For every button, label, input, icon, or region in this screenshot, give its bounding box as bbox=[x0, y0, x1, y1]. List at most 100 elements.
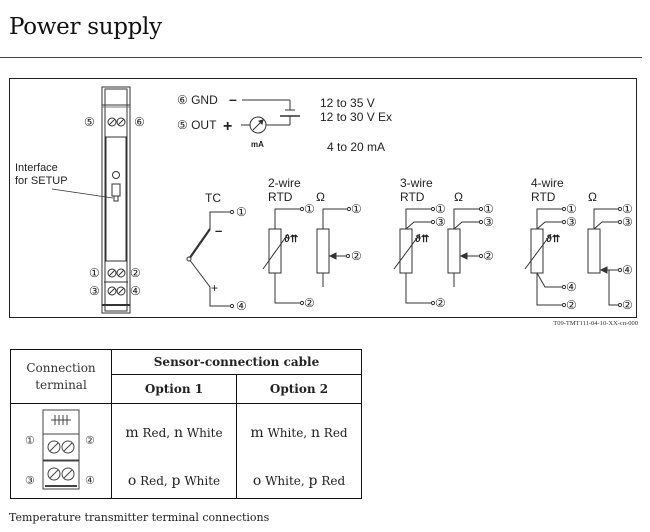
terminal-block-icon: ① ② ③ ④ bbox=[25, 409, 95, 490]
page-title: Power supply bbox=[9, 14, 162, 40]
power-wiring bbox=[241, 99, 300, 126]
ammeter-icon bbox=[249, 116, 267, 134]
wire4-title-line2: RTD bbox=[531, 190, 556, 204]
wire-symbol-n: n bbox=[310, 425, 320, 441]
wire3-ohm-terminal-3: ③ bbox=[483, 215, 494, 229]
wire-symbol-n: n bbox=[173, 425, 183, 441]
transmitter-module bbox=[101, 86, 131, 314]
interface-pointer-line bbox=[51, 188, 114, 199]
wire-color: White bbox=[182, 426, 223, 440]
wire-symbol-m: m bbox=[125, 425, 139, 441]
header-option-2: Option 2 bbox=[236, 374, 362, 404]
wire-color: White bbox=[180, 474, 221, 488]
wire4-rtd-terminal-3: ③ bbox=[566, 215, 577, 229]
header-connection-terminal: Connection terminal bbox=[10, 349, 112, 404]
tc-terminal-4: ④ bbox=[236, 299, 247, 313]
header-option-1: Option 1 bbox=[111, 374, 237, 404]
wire-color: Red bbox=[319, 426, 348, 440]
module-terminal-1: ① bbox=[89, 266, 100, 280]
option-2-row-1: m White, n Red bbox=[237, 425, 361, 441]
option-1-row-2: o Red, p White bbox=[112, 473, 236, 489]
module-terminal-2: ② bbox=[130, 266, 141, 280]
header-sensor-cable: Sensor-connection cable bbox=[111, 348, 362, 376]
wire2-theta: ϑ⇈ bbox=[284, 234, 299, 245]
wire3-potentiometer-symbol bbox=[447, 206, 484, 287]
header-connection-line2: terminal bbox=[35, 377, 87, 392]
wire2-title-line2: RTD bbox=[268, 190, 293, 204]
wire4-ohm-terminal-3: ③ bbox=[622, 215, 633, 229]
wire3-title-line2: RTD bbox=[400, 190, 425, 204]
wire3-rtd-terminal-2: ② bbox=[435, 296, 446, 310]
tc-plus: + bbox=[211, 281, 218, 295]
header-connection-line1: Connection bbox=[26, 360, 96, 375]
wire2-rtd-terminal-2: ② bbox=[304, 296, 315, 310]
wire3-ohm: Ω bbox=[454, 190, 463, 204]
wiring-diagram-svg: ⑤ ⑥ ① ② ③ ④ Interface for SETUP ⑥ GND – … bbox=[15, 86, 633, 314]
figure-caption: Temperature transmitter terminal connect… bbox=[9, 511, 270, 524]
wire2-ohm-terminal-2: ② bbox=[351, 249, 362, 263]
wire4-ohm: Ω bbox=[588, 190, 597, 204]
wire3-theta: ϑ⇈ bbox=[415, 234, 430, 245]
table-terminal-4: ④ bbox=[85, 475, 95, 487]
wire4-ohm-terminal-4: ④ bbox=[622, 263, 633, 277]
wire-color: White, bbox=[261, 474, 309, 488]
wire2-title-line1: 2-wire bbox=[268, 176, 301, 190]
wire-color: Red bbox=[317, 474, 346, 488]
module-terminal-3: ③ bbox=[89, 284, 100, 298]
interface-label-line1: Interface bbox=[15, 162, 58, 174]
wire2-ohm-terminal-1: ① bbox=[351, 202, 362, 216]
wiring-diagram: ⑤ ⑥ ① ② ③ ④ Interface for SETUP ⑥ GND – … bbox=[9, 78, 637, 318]
terminal-block-cell: ① ② ③ ④ bbox=[10, 403, 112, 499]
wire3-rtd-terminal-3: ③ bbox=[435, 215, 446, 229]
gnd-label: ⑥ GND bbox=[177, 93, 218, 107]
wire4-ohm-terminal-1: ① bbox=[622, 202, 633, 216]
wire-color: Red, bbox=[136, 474, 172, 488]
out-label: ⑤ OUT bbox=[177, 118, 217, 132]
tc-title: TC bbox=[205, 191, 221, 205]
option-1-cell: m Red, n White o Red, p White bbox=[111, 403, 237, 499]
wire3-rtd-terminal-1: ① bbox=[435, 202, 446, 216]
voltage-range-ex: 12 to 30 V Ex bbox=[320, 110, 392, 124]
wire4-rtd-terminal-1: ① bbox=[566, 202, 577, 216]
thermocouple-symbol bbox=[186, 209, 235, 309]
wire4-rtd-terminal-4: ④ bbox=[566, 280, 577, 294]
wire-color: Red, bbox=[138, 426, 174, 440]
interface-label-line2: for SETUP bbox=[15, 175, 68, 187]
gnd-sign: – bbox=[229, 91, 237, 107]
module-terminal-5: ⑤ bbox=[84, 115, 95, 129]
title-divider bbox=[0, 57, 642, 58]
meter-unit: mA bbox=[251, 140, 264, 149]
wire2-ohm: Ω bbox=[316, 190, 325, 204]
table-terminal-3: ③ bbox=[25, 475, 35, 487]
wire3-ohm-terminal-2: ② bbox=[483, 249, 494, 263]
tc-minus: – bbox=[215, 223, 222, 238]
table-terminal-1: ① bbox=[25, 435, 35, 447]
wire4-potentiometer-symbol bbox=[587, 206, 623, 308]
module-terminal-6: ⑥ bbox=[134, 115, 145, 129]
out-sign: + bbox=[223, 118, 232, 135]
voltage-range: 12 to 35 V bbox=[320, 96, 375, 110]
module-screws-top bbox=[104, 117, 128, 296]
wire2-rtd-terminal-1: ① bbox=[304, 202, 315, 216]
wire-color: White, bbox=[263, 426, 311, 440]
wire-symbol-m: m bbox=[250, 425, 264, 441]
wire-symbol-p: p bbox=[171, 473, 181, 489]
figure-code: T09-TMT111-04-10-XX-cn-000 bbox=[553, 320, 638, 327]
wire2-rtd-symbol bbox=[262, 206, 305, 306]
wire2-potentiometer-symbol bbox=[316, 206, 352, 287]
option-1-row-1: m Red, n White bbox=[112, 425, 236, 441]
wire3-title-line1: 3-wire bbox=[400, 176, 433, 190]
wire3-rtd-symbol bbox=[393, 206, 436, 306]
tc-terminal-1: ① bbox=[236, 205, 247, 219]
wire4-ohm-terminal-2: ② bbox=[622, 298, 633, 312]
wire3-ohm-terminal-1: ① bbox=[483, 202, 494, 216]
wire-symbol-o: o bbox=[127, 473, 137, 489]
option-2-cell: m White, n Red o White, p Red bbox=[236, 403, 362, 499]
terminal-connections-table: Connection terminal Sensor-connection ca… bbox=[10, 348, 362, 499]
option-2-row-2: o White, p Red bbox=[237, 473, 361, 489]
wire4-rtd-symbol bbox=[524, 206, 567, 308]
module-terminal-4: ④ bbox=[130, 284, 141, 298]
table-terminal-2: ② bbox=[85, 435, 95, 447]
wire4-rtd-terminal-2: ② bbox=[566, 298, 577, 312]
wire-symbol-p: p bbox=[308, 473, 318, 489]
